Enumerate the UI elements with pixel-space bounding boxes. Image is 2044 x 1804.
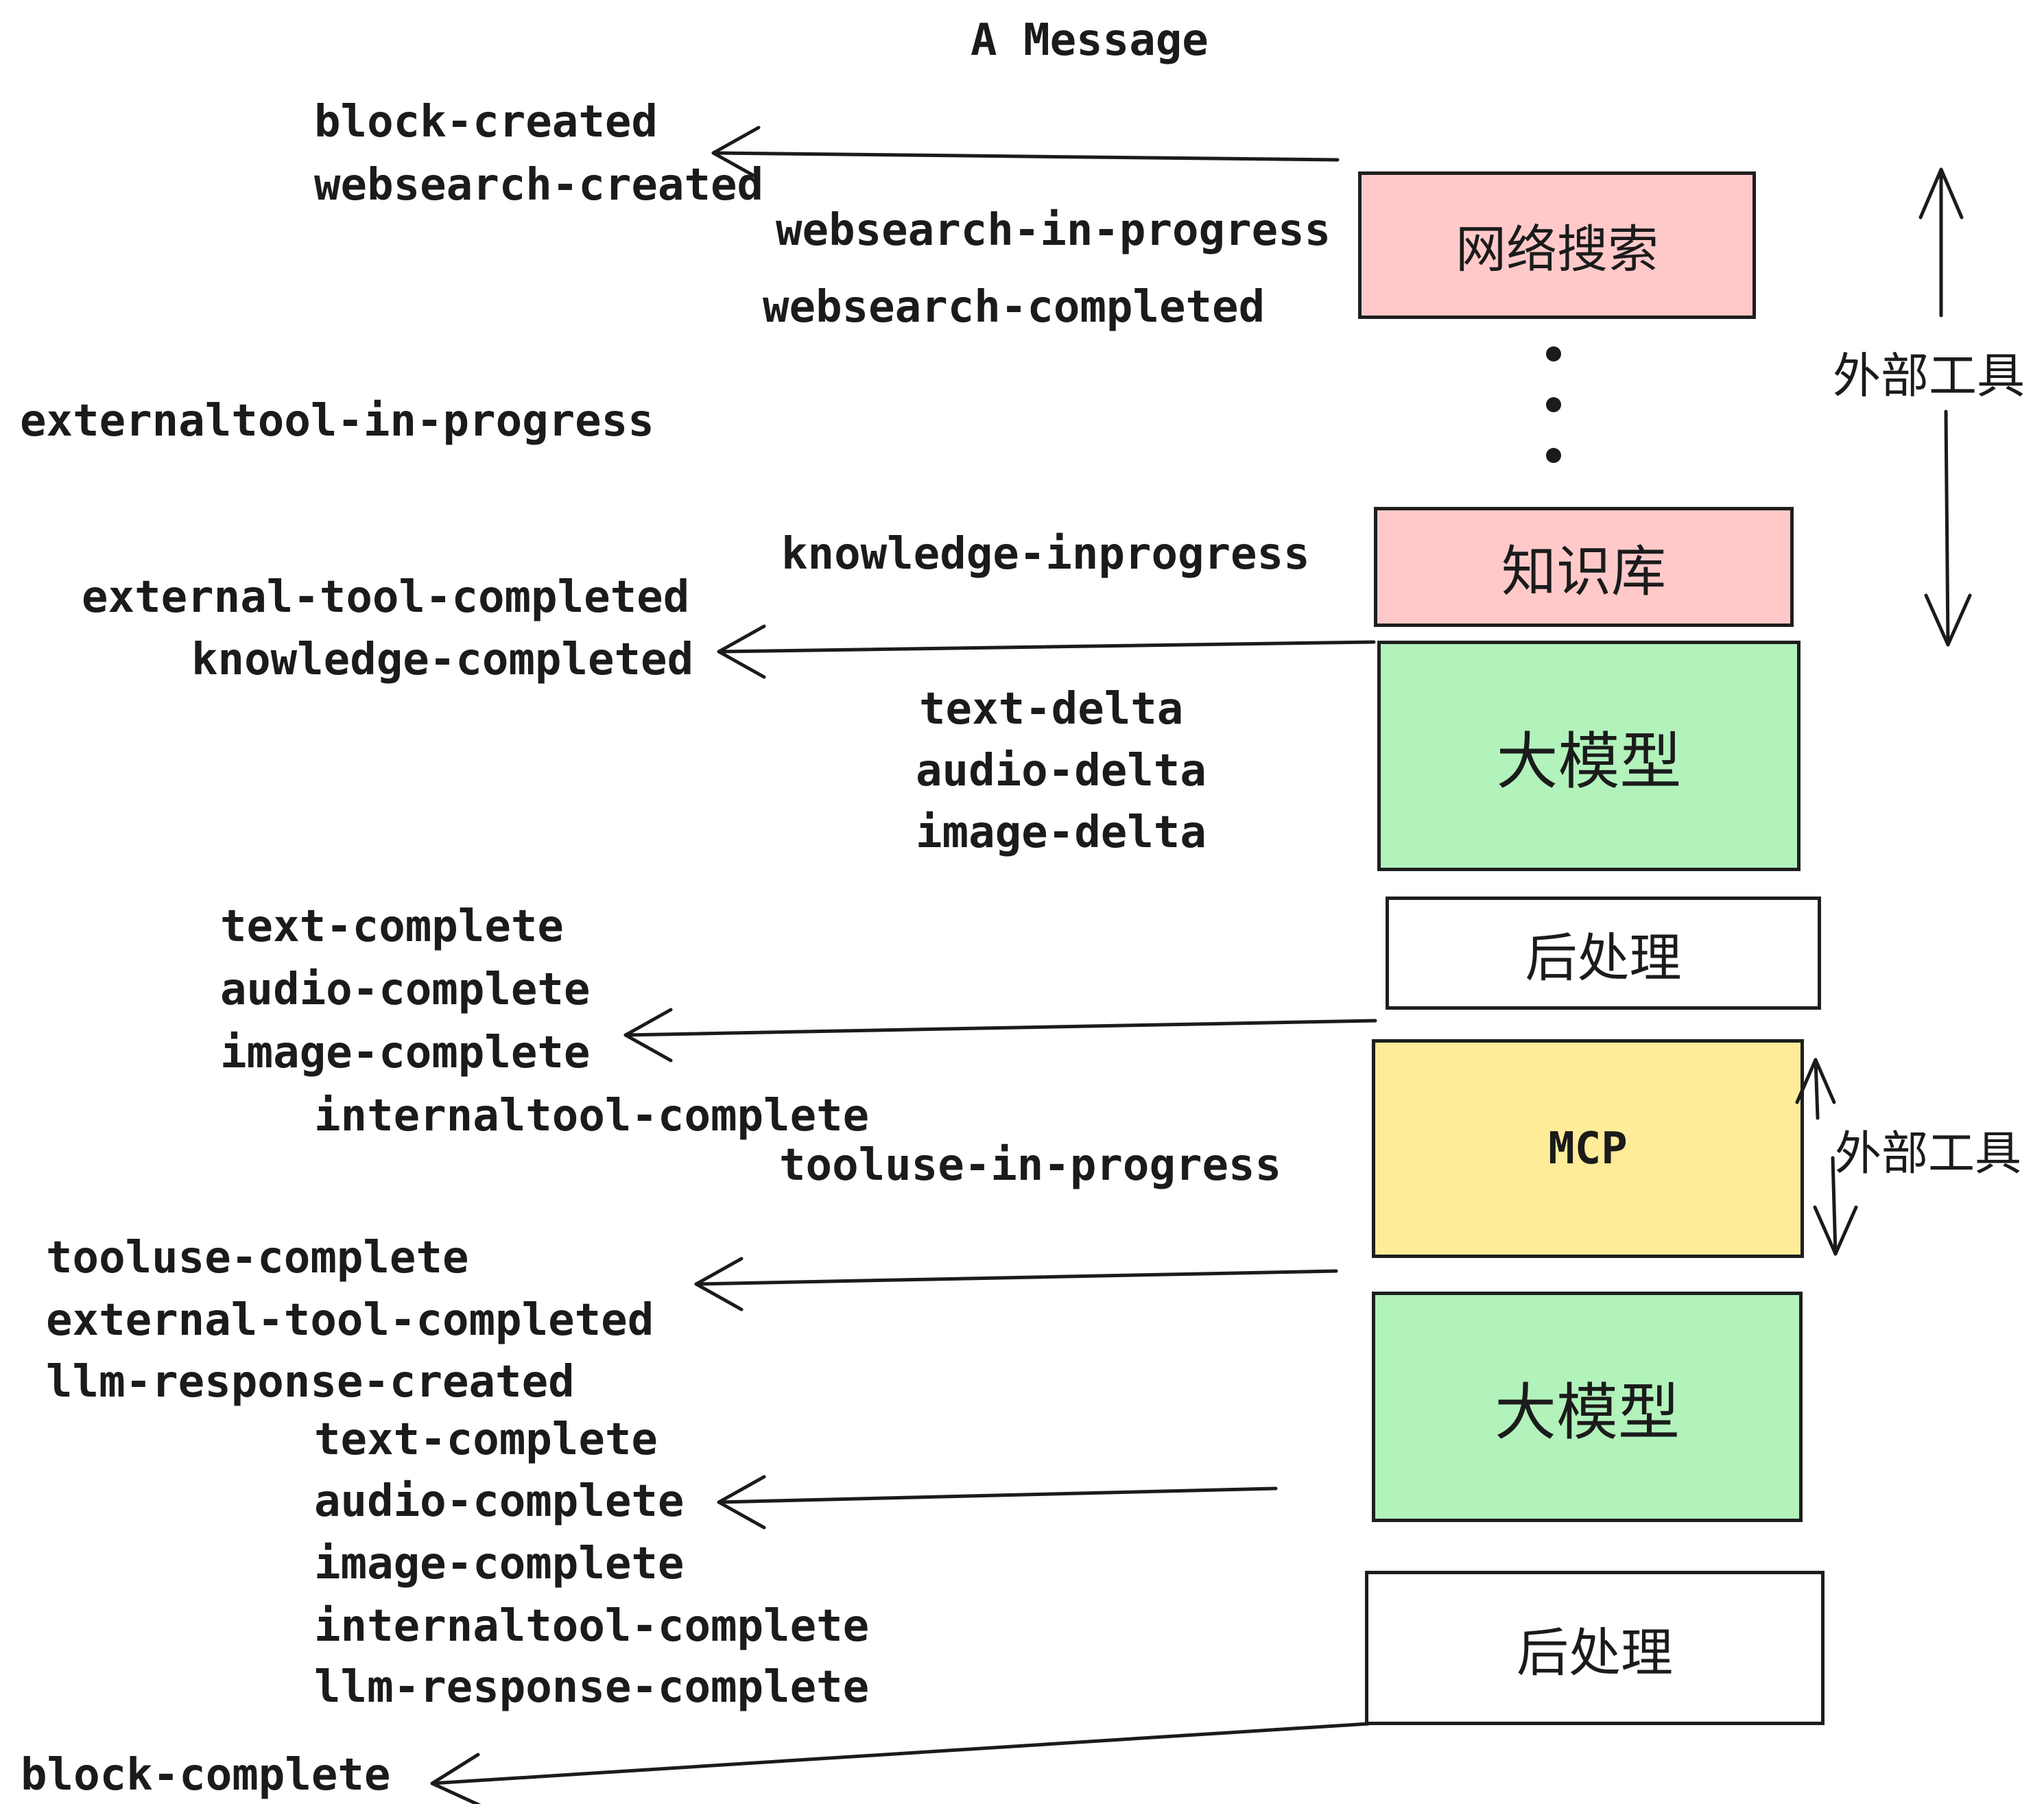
event-audio-complete: audio-complete: [220, 964, 591, 1015]
event-audio-delta: audio-delta: [916, 746, 1207, 796]
box-llm-2: 大模型: [1372, 1292, 1803, 1522]
arrow-external-tool-down: [1924, 410, 1972, 647]
event-audio-complete-2: audio-complete: [314, 1476, 685, 1527]
arrow-audio-complete: [717, 1475, 1278, 1530]
event-image-complete-2: image-complete: [314, 1539, 685, 1589]
box-knowledge-label: 知识库: [1501, 539, 1666, 604]
ellipsis-dots: [1546, 346, 1561, 463]
event-websearch-in-progress: websearch-in-progress: [776, 205, 1331, 256]
arrow-block-created: [711, 126, 1340, 180]
event-knowledge-completed: knowledge-completed: [191, 634, 694, 685]
box-postprocess-2: 后处理: [1365, 1571, 1825, 1725]
event-internaltool-complete: internaltool-complete: [314, 1091, 870, 1141]
event-llm-response-created: llm-response-created: [46, 1357, 575, 1408]
box-mcp-label: MCP: [1548, 1123, 1628, 1174]
arrow-external-tool-up: [1918, 167, 1964, 318]
event-external-tool-completed-2: external-tool-completed: [46, 1295, 654, 1346]
arrow-tooluse-complete: [694, 1257, 1338, 1312]
event-block-created: block-created: [314, 97, 658, 147]
diagram-title: A Message: [971, 15, 1209, 66]
box-llm-1-label: 大模型: [1496, 726, 1682, 798]
event-text-complete-2: text-complete: [314, 1414, 658, 1465]
event-llm-response-complete: llm-response-complete: [314, 1662, 870, 1713]
event-internaltool-complete-2: internaltool-complete: [314, 1601, 870, 1652]
arrow-knowledge-completed: [717, 624, 1376, 679]
arrow-block-complete: [430, 1722, 1370, 1804]
event-tooluse-complete: tooluse-complete: [46, 1233, 469, 1283]
event-image-complete: image-complete: [220, 1028, 591, 1078]
event-websearch-completed: websearch-completed: [763, 282, 1265, 333]
label-external-tool-top: 外部工具: [1833, 348, 2025, 404]
label-external-tool-mcp: 外部工具: [1835, 1127, 2022, 1181]
event-tooluse-in-progress: tooluse-in-progress: [779, 1140, 1282, 1191]
event-block-complete: block-complete: [21, 1750, 391, 1801]
event-text-delta: text-delta: [919, 684, 1184, 735]
box-websearch-label: 网络搜索: [1455, 220, 1659, 279]
box-mcp: MCP: [1372, 1039, 1804, 1258]
box-llm-2-label: 大模型: [1495, 1377, 1680, 1449]
event-websearch-created: websearch-created: [314, 160, 764, 211]
box-knowledge: 知识库: [1374, 507, 1794, 627]
event-text-complete: text-complete: [220, 901, 564, 952]
box-postprocess-1: 后处理: [1386, 897, 1821, 1010]
event-externaltool-in-progress: externaltool-in-progress: [20, 396, 654, 447]
event-image-delta: image-delta: [916, 807, 1207, 858]
box-postprocess-1-label: 后处理: [1525, 927, 1682, 988]
box-postprocess-2-label: 后处理: [1517, 1622, 1673, 1683]
arrow-image-complete: [623, 1008, 1377, 1063]
event-external-tool-completed: external-tool-completed: [82, 572, 690, 623]
box-llm-1: 大模型: [1377, 641, 1801, 871]
event-knowledge-inprogress: knowledge-inprogress: [781, 529, 1310, 580]
box-websearch: 网络搜索: [1358, 171, 1756, 319]
